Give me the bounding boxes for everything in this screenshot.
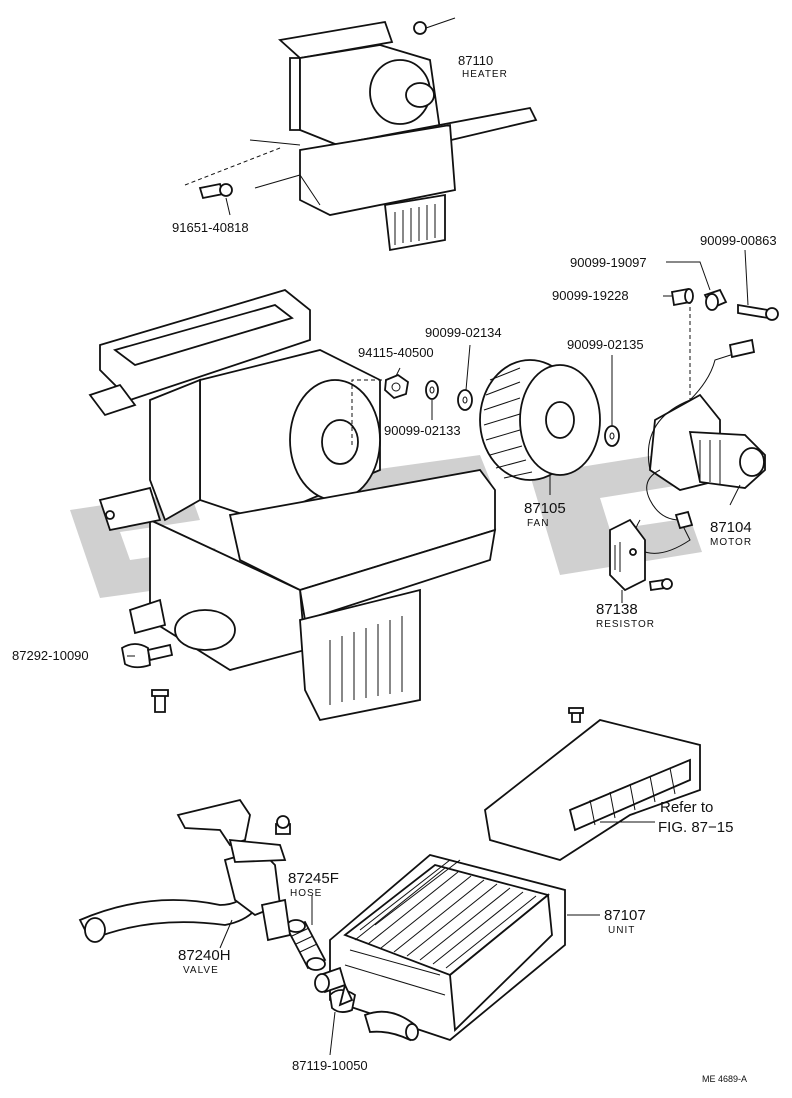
reference-line-1: Refer to	[660, 799, 713, 816]
nut-94115-drawing	[384, 373, 409, 400]
washer-90099-02134-drawing	[457, 389, 473, 411]
washer-c-number: 90099-02134	[425, 325, 502, 340]
leader-dashed-91651	[184, 147, 281, 186]
fan-name: FAN	[527, 518, 549, 529]
heater-name: HEATER	[462, 69, 508, 80]
bolt-top-number: 91651-40818	[172, 220, 249, 235]
clamp-number: 87292-10090	[12, 648, 89, 663]
leader-94115	[395, 367, 401, 377]
grommet-number: 90099-19228	[552, 288, 629, 303]
unit-87107-drawing	[314, 854, 566, 1042]
leader-90099-00863	[744, 249, 749, 306]
screw-resistor-drawing	[648, 578, 673, 592]
nut-number: 94115-40500	[358, 345, 434, 360]
motor-87104-drawing	[633, 338, 766, 554]
grommet-90099-19228-drawing	[670, 287, 694, 307]
hose-87245F-drawing	[286, 919, 327, 971]
washer-90099-19097-drawing	[703, 288, 728, 311]
reference-line-2: FIG. 87−15	[658, 819, 733, 836]
fan-number: 87105	[524, 500, 566, 517]
washer-b-number: 90099-00863	[700, 233, 777, 248]
hose-number: 87245F	[288, 870, 339, 887]
washer-a-number: 90099-19097	[570, 255, 647, 270]
resistor-87138-drawing	[609, 518, 646, 592]
hose-name: HOSE	[290, 888, 322, 899]
washer-d-number: 90099-02135	[567, 337, 644, 352]
screw-90099-00863-drawing	[737, 303, 779, 321]
leader-87119	[329, 1011, 336, 1056]
leader-dashed-axis	[351, 379, 390, 445]
unit-number: 87107	[604, 907, 646, 924]
heater-small-drawing	[249, 17, 538, 252]
washer-90099-02133-drawing	[425, 380, 439, 400]
screw-valve-drawing	[275, 815, 291, 835]
resistor-number: 87138	[596, 601, 638, 618]
resistor-name: RESISTOR	[596, 619, 655, 630]
motor-number: 87104	[710, 519, 752, 536]
washer-e-number: 90099-02133	[384, 423, 461, 438]
hose-clamp-87119-drawing	[329, 982, 357, 1013]
clamp-87292-drawing	[121, 643, 174, 669]
drawing-code: ME 4689-A	[702, 1074, 747, 1084]
valve-87240H-drawing	[78, 798, 292, 943]
valve-name: VALVE	[183, 965, 219, 976]
valve-number: 87240H	[178, 947, 231, 964]
small-bolt-housing-drawing	[151, 689, 169, 713]
hose-clamp-number: 87119-10050	[292, 1058, 368, 1073]
leader-87104	[729, 484, 741, 506]
bolt-91651-drawing	[198, 182, 233, 200]
cover-drawing	[484, 707, 701, 861]
heater-number: 87110	[458, 53, 493, 68]
motor-name: MOTOR	[710, 537, 752, 548]
leader-91651	[225, 197, 231, 216]
leader-90099-02134	[465, 344, 471, 391]
washer-90099-02135-drawing	[604, 425, 620, 447]
leader-90099-19097	[666, 261, 711, 291]
fan-87105-drawing	[479, 359, 601, 481]
housing-drawing	[88, 289, 497, 722]
leader-87240H	[219, 919, 233, 949]
unit-name: UNIT	[608, 925, 635, 936]
